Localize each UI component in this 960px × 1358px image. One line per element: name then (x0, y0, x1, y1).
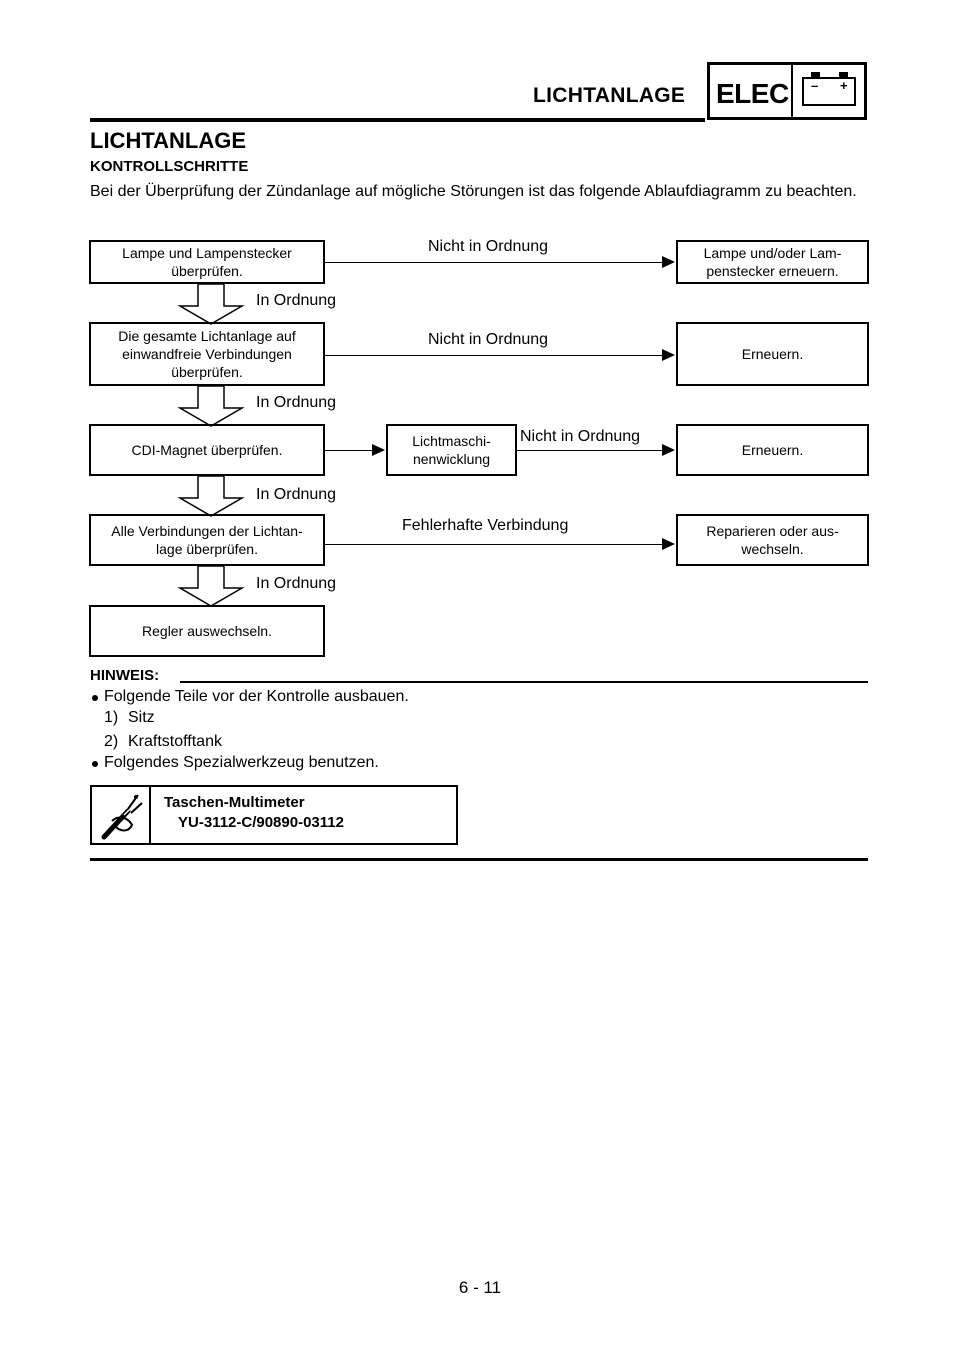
ok-label-1: In Ordnung (256, 292, 337, 309)
down-arrow-icon (177, 283, 245, 325)
section-badge: ELEC – + (707, 62, 867, 120)
fail-label-lamp: Nicht in Ordnung (428, 238, 549, 255)
badge-divider (791, 65, 793, 117)
fail-line-connections (325, 355, 665, 356)
step-check-cdi-magneto: CDI-Magnet überprüfen. (89, 424, 325, 476)
special-tool-box: Taschen-Multimeter YU-3112-C/90890-03112 (90, 785, 458, 845)
note-item-number: 2) (104, 733, 119, 750)
action-replace-coil: Erneuern. (676, 424, 869, 476)
note-rule (180, 681, 868, 683)
note-item-seat: Sitz (128, 709, 155, 726)
fail-label-bad-connection: Fehlerhafte Verbindung (402, 517, 569, 534)
section-title: LICHTANLAGE (90, 128, 247, 153)
fail-label-connections: Nicht in Ordnung (428, 331, 549, 348)
multimeter-probe-icon (101, 794, 143, 840)
page-number: 6 - 11 (458, 1278, 502, 1297)
battery-terminal-plus (839, 72, 848, 78)
action-replace-lamp: Lampe und/oder Lam- penstecker erneuern. (676, 240, 869, 284)
section-end-rule (90, 858, 868, 861)
note-item-number: 1) (104, 709, 119, 726)
header-rule (90, 118, 705, 122)
ok-label-4: In Ordnung (256, 575, 337, 592)
down-arrow-icon (177, 565, 245, 607)
header-title: LICHTANLAGE (533, 84, 686, 107)
arrow-right-icon (662, 538, 675, 550)
battery-icon: – + (802, 72, 856, 106)
arrow-right-icon (662, 444, 675, 456)
ok-label-2: In Ordnung (256, 394, 337, 411)
note-bullet-special-tool: Folgendes Spezialwerkzeug benutzen. (104, 754, 379, 771)
down-arrow-icon (177, 385, 245, 427)
step-check-all-connections: Alle Verbindungen der Lichtan- lage über… (89, 514, 325, 566)
battery-minus-sign: – (811, 78, 819, 93)
badge-label: ELEC (716, 78, 789, 109)
step-replace-regulator: Regler auswechseln. (89, 605, 325, 657)
action-replace-connections: Erneuern. (676, 322, 869, 386)
arrow-right-icon (662, 349, 675, 361)
note-bullet-remove-parts: Folgende Teile vor der Kontrolle ausbaue… (104, 688, 409, 705)
note-item-fuel-tank: Kraftstofftank (128, 733, 222, 750)
action-repair-replace: Reparieren oder aus- wechseln. (676, 514, 869, 566)
fail-line-bad-connection (325, 544, 665, 545)
ok-label-3: In Ordnung (256, 486, 337, 503)
tool-divider (149, 787, 151, 843)
intro-paragraph: Bei der Überprüfung der Zündanlage auf m… (90, 183, 857, 200)
arrow-right-icon (372, 444, 385, 456)
step-check-lamp: Lampe und Lampenstecker überprüfen. (89, 240, 325, 284)
line-to-coil (325, 450, 375, 451)
bullet-icon (92, 761, 98, 767)
fail-line-coil (517, 450, 665, 451)
tool-name: Taschen-Multimeter (164, 794, 305, 811)
step-check-connections: Die gesamte Lichtanlage auf einwandfreie… (89, 322, 325, 386)
fail-label-coil: Nicht in Ordnung (520, 428, 641, 445)
tool-code: YU-3112-C/90890-03112 (178, 814, 344, 831)
section-subtitle: KONTROLLSCHRITTE (90, 158, 249, 175)
down-arrow-icon (177, 475, 245, 517)
fail-line-lamp (325, 262, 665, 263)
battery-plus-sign: + (840, 78, 848, 93)
battery-terminal-minus (811, 72, 820, 78)
bullet-icon (92, 695, 98, 701)
step-check-charging-coil: Lichtmaschi- nenwicklung (386, 424, 517, 476)
note-title: HINWEIS: (90, 667, 160, 684)
arrow-right-icon (662, 256, 675, 268)
